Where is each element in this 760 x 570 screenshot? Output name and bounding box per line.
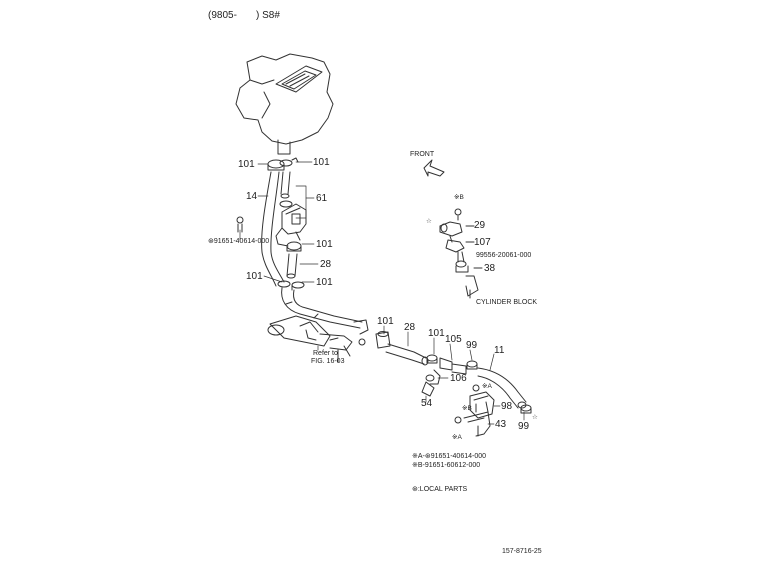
hose-28-center	[385, 343, 429, 366]
drawing-number: 157-8716-25	[502, 548, 542, 555]
clamp-99-top	[466, 360, 478, 370]
leader-lines	[239, 161, 525, 425]
star-marker-left: ☆	[426, 218, 432, 225]
right-cluster	[439, 208, 483, 299]
callout-101-lower-left[interactable]: 101	[246, 271, 263, 282]
front-arrow-icon	[423, 159, 445, 177]
part-number-local-bolt: ⊛91651-40614-000	[208, 238, 270, 245]
ref-marker-b-mid: ※B	[462, 405, 472, 412]
callout-99-bottom[interactable]: 99	[518, 421, 530, 432]
legend-a: ※A-⊛91651-40614-000	[412, 453, 487, 460]
hose-14	[261, 171, 285, 287]
callout-101-center2[interactable]: 101	[428, 328, 445, 339]
callout-106[interactable]: 106	[450, 373, 467, 384]
clamp-101-mid	[286, 241, 302, 252]
part-54	[421, 381, 435, 397]
clamp-101-center	[375, 331, 391, 349]
clamp-101-center2	[426, 354, 438, 364]
model-code-close: ) S8#	[256, 10, 280, 21]
short-hose-upper	[280, 171, 291, 199]
callout-105[interactable]: 105	[445, 334, 462, 345]
callout-28-left[interactable]: 28	[320, 259, 332, 270]
hose-28-left	[286, 253, 298, 279]
clamp-101-top	[267, 157, 299, 171]
callout-101-mid[interactable]: 101	[316, 239, 333, 250]
part-106	[425, 369, 441, 385]
fitting-105	[439, 357, 467, 375]
callout-54[interactable]: 54	[421, 398, 433, 409]
refer-note-line1: Refer to	[313, 350, 338, 357]
bracket-43	[454, 411, 491, 437]
clamp-99-bottom	[520, 404, 532, 414]
legend-b: ※B-91651-60612-000	[412, 462, 481, 469]
callout-14[interactable]: 14	[246, 191, 258, 202]
clamp-101-lower	[277, 280, 305, 291]
callout-43[interactable]: 43	[495, 419, 507, 430]
callout-101-top-left[interactable]: 101	[238, 159, 255, 170]
callout-11[interactable]: 11	[494, 345, 505, 356]
local-parts-note: ⊛:LOCAL PARTS	[412, 486, 468, 493]
callout-101-center[interactable]: 101	[377, 316, 394, 327]
callout-61[interactable]: 61	[316, 193, 328, 204]
part-number-hose-block: 99556-20061-000	[476, 252, 532, 259]
callout-98[interactable]: 98	[501, 401, 513, 412]
bolt-marker-left	[236, 216, 244, 233]
star-marker-right: ☆	[532, 414, 538, 421]
valve-assembly-61	[275, 200, 307, 247]
refer-note-line2[interactable]: FIG. 16-03	[311, 358, 345, 365]
reservoir-tank	[235, 53, 334, 155]
callout-107[interactable]: 107	[474, 237, 491, 248]
callout-28-center[interactable]: 28	[404, 322, 416, 333]
callout-29[interactable]: 29	[474, 220, 486, 231]
front-direction-label: FRONT	[410, 151, 435, 158]
callout-101-top-right[interactable]: 101	[313, 157, 330, 168]
callout-101-lower-right[interactable]: 101	[316, 277, 333, 288]
callout-99-top[interactable]: 99	[466, 340, 478, 351]
ref-marker-a-right: ※A	[482, 383, 492, 390]
ref-marker-b-top: ※B	[454, 194, 464, 201]
water-pipe-assembly	[267, 287, 369, 363]
callout-38[interactable]: 38	[484, 263, 496, 274]
bracket-98	[469, 384, 495, 419]
model-code-open: (9805-	[208, 10, 237, 21]
ref-marker-a-bottom: ※A	[452, 434, 462, 441]
cylinder-block-label: CYLINDER BLOCK	[476, 299, 538, 306]
